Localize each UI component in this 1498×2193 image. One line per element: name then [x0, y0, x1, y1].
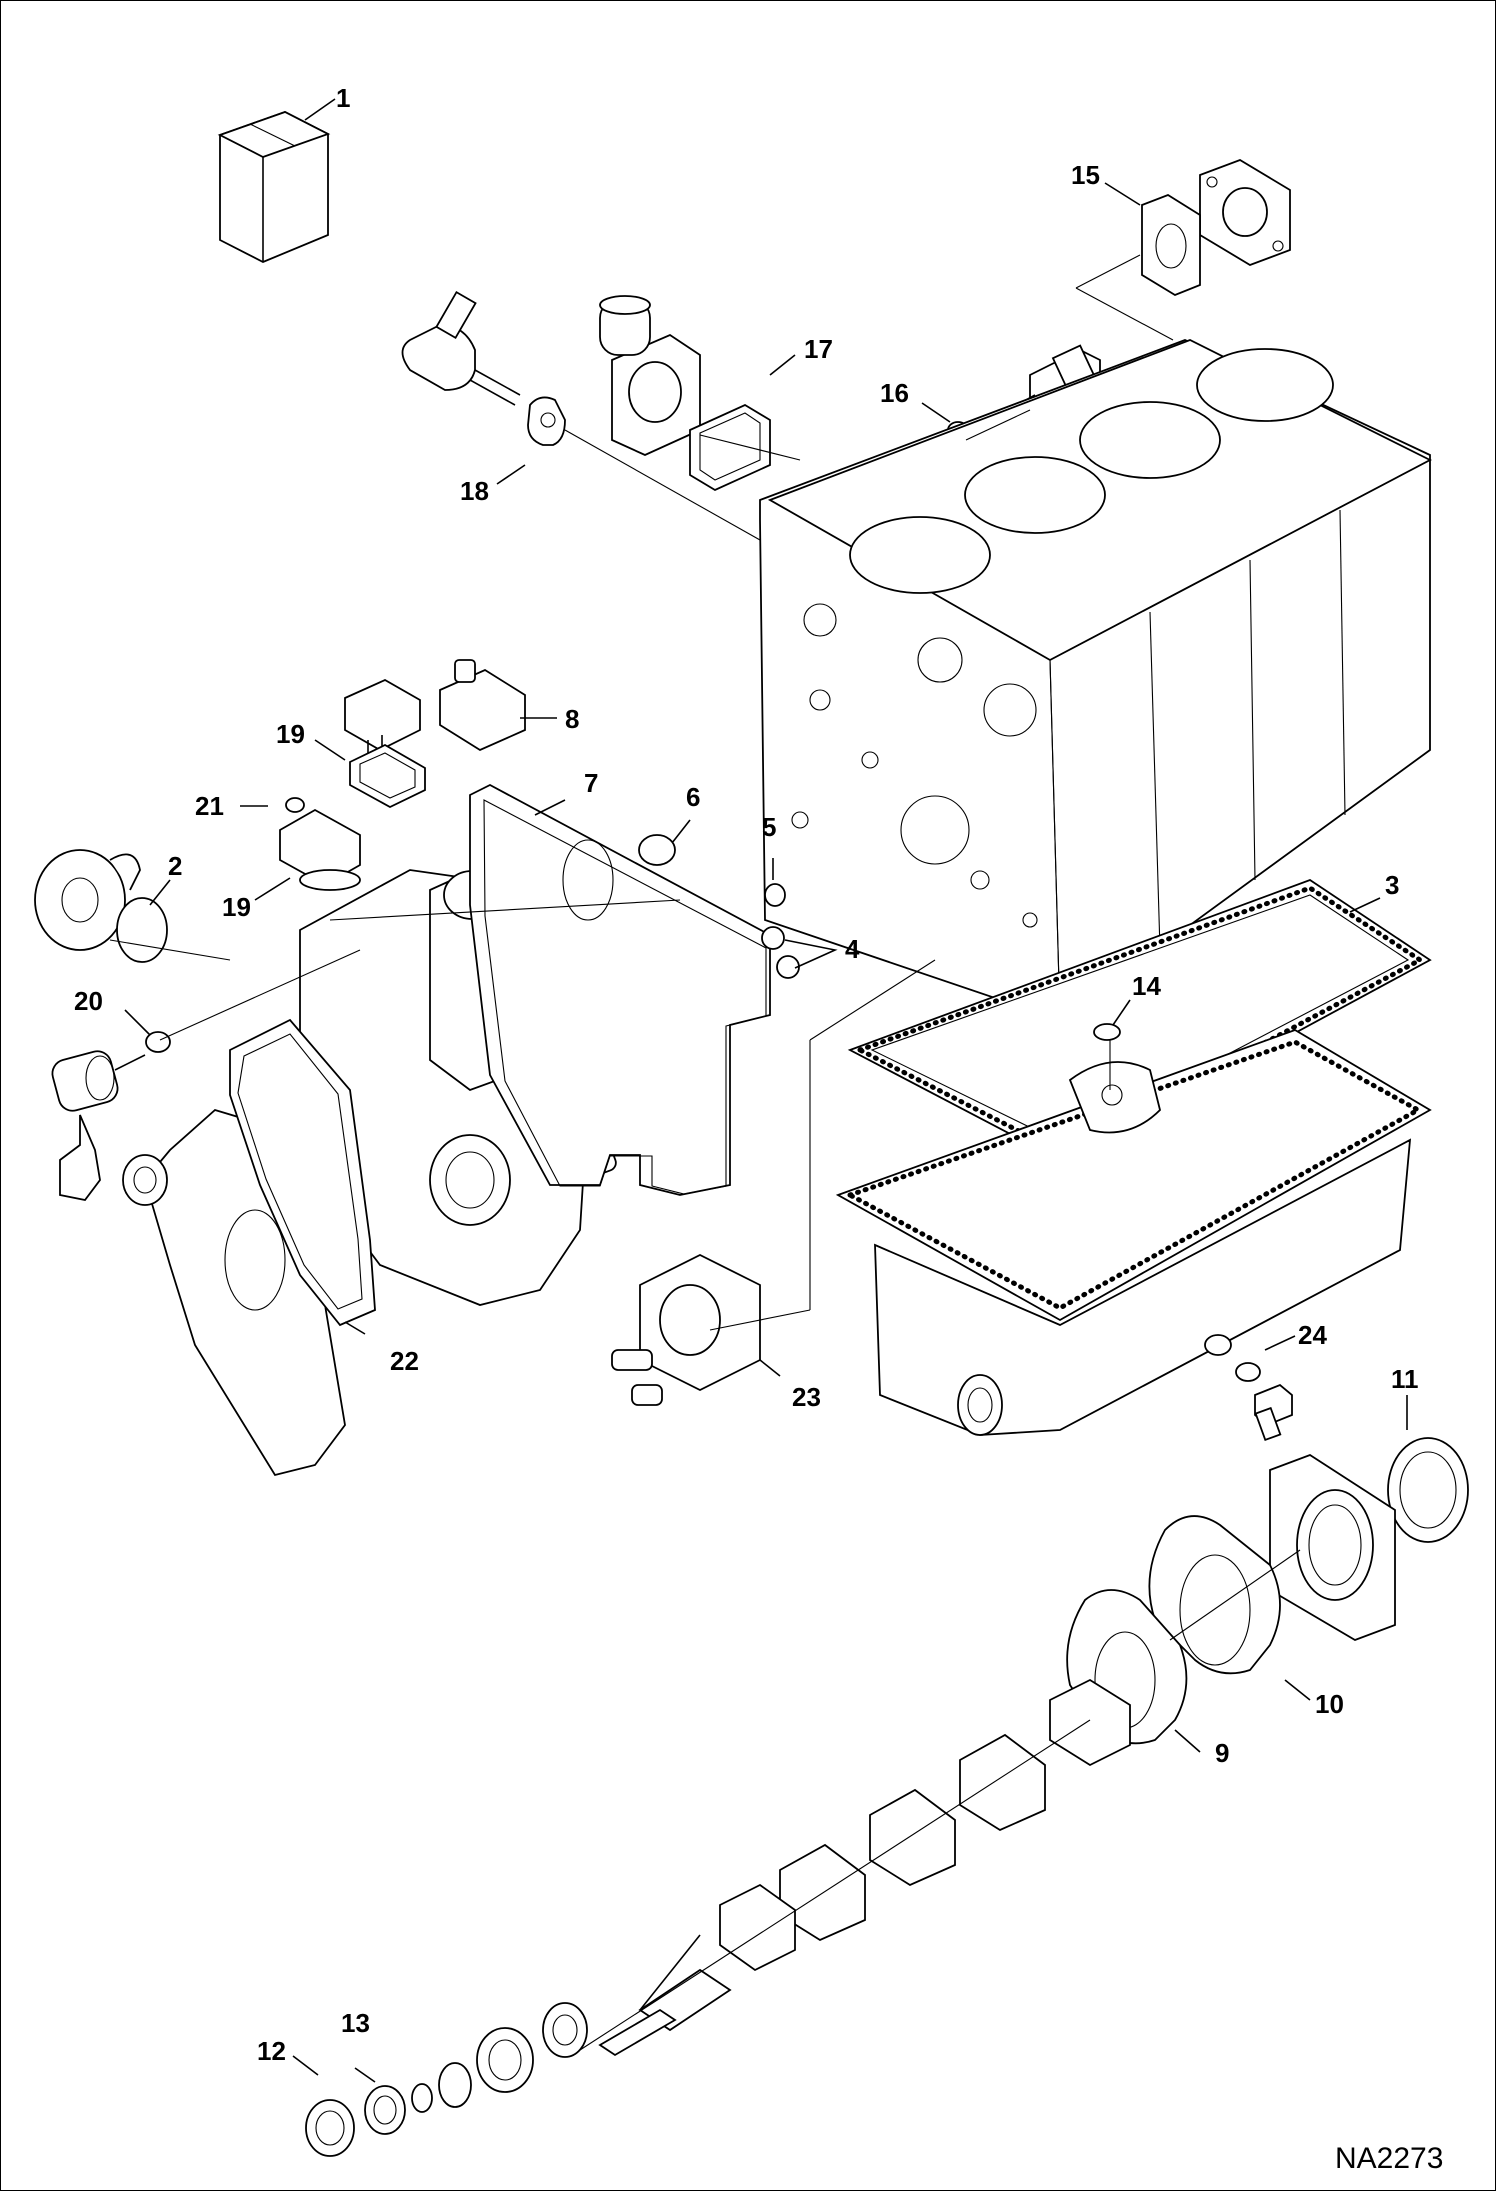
callout-22: 22	[390, 1346, 419, 1376]
cover-plate	[344, 678, 421, 775]
callout-18: 18	[460, 476, 489, 506]
intake-flange	[1199, 159, 1291, 266]
crank-collar	[542, 2002, 588, 2058]
callout-24: 24	[1298, 1320, 1327, 1350]
water-flange-pipe	[401, 290, 521, 406]
callout-1: 1	[336, 83, 350, 113]
crank-gear	[476, 2027, 534, 2093]
callout-7: 7	[584, 768, 598, 798]
oring-4a	[761, 926, 785, 950]
assembly-lines	[109, 254, 1301, 2051]
callout-10: 10	[1315, 1689, 1344, 1719]
engine-block	[759, 339, 1432, 1022]
oring-14	[1093, 1023, 1121, 1041]
callout-2: 2	[168, 851, 182, 881]
callout-4: 4	[845, 934, 860, 964]
sensor-oring-20	[145, 1031, 171, 1053]
callout-13: 13	[341, 2008, 370, 2038]
oil-filter	[34, 849, 141, 951]
callout-6: 6	[686, 782, 700, 812]
callout-labels: 1 2 3 4 5 6 7 8 9 10 11 12 13 14 15 16 1…	[74, 83, 1419, 2066]
gear-case-gasket-7	[469, 783, 771, 1196]
oil-seal-11	[1387, 1437, 1469, 1543]
water-elbow-8	[439, 659, 526, 752]
callout-5: 5	[762, 812, 776, 842]
callout-8: 8	[565, 704, 579, 734]
oring-13	[411, 2083, 433, 2113]
water-pump-gasket-22	[229, 1018, 376, 1327]
oring-5	[764, 883, 786, 907]
thermostat-gasket-17	[689, 403, 771, 492]
flange-gasket-15	[1141, 193, 1201, 297]
callout-20: 20	[74, 986, 103, 1016]
callout-21: 21	[195, 791, 224, 821]
callout-12: 12	[257, 2036, 286, 2066]
seal-housing-gasket-10	[1148, 1515, 1281, 1675]
filter-oring-2	[116, 897, 168, 963]
crankshaft	[598, 1678, 1131, 2057]
thermostat-housing	[599, 295, 701, 456]
oil-seal-12	[305, 2099, 355, 2157]
stop-solenoid-21	[279, 797, 361, 887]
leader-lines	[124, 98, 1408, 2083]
collar-spacer	[364, 2085, 406, 2135]
callout-16: 16	[880, 378, 909, 408]
water-flange-gasket-18	[527, 396, 566, 446]
solenoid-gasket-19-lower	[299, 869, 361, 891]
pressure-sensor	[51, 1050, 146, 1201]
drain-plug-24	[1204, 1334, 1293, 1442]
oring-6	[638, 834, 676, 866]
callout-23: 23	[792, 1382, 821, 1412]
oil-pan-gasket-3	[847, 878, 1432, 1162]
callout-9: 9	[1215, 1738, 1229, 1768]
rear-seal-housing	[1269, 1453, 1396, 1641]
callout-17: 17	[804, 334, 833, 364]
callout-15: 15	[1071, 160, 1100, 190]
callout-19-lower: 19	[222, 892, 251, 922]
oil-pump-23	[611, 1253, 761, 1406]
cover-gasket-19-upper	[349, 743, 426, 809]
callout-19-upper: 19	[276, 719, 305, 749]
callout-14: 14	[1132, 971, 1161, 1001]
callout-3: 3	[1385, 870, 1399, 900]
drawing-reference: NA2273	[1335, 2142, 1443, 2175]
crank-washer	[438, 2062, 472, 2108]
gasket-kit-box	[217, 111, 331, 263]
callout-11: 11	[1391, 1364, 1419, 1394]
oil-pan	[835, 1029, 1432, 1436]
